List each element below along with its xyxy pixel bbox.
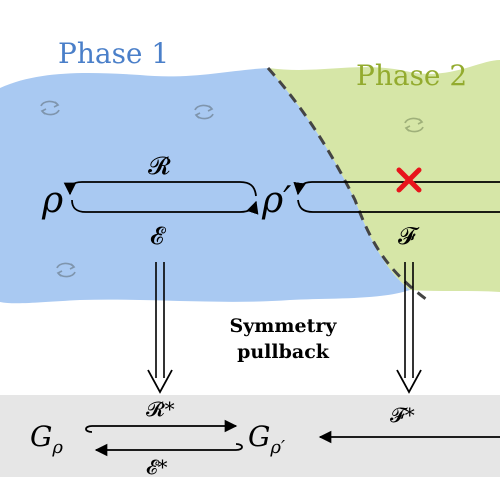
node-G-rho-prime: Gρ′ [248, 420, 285, 458]
refresh-icon [56, 262, 76, 278]
label-R-star: 𝓡* [146, 397, 175, 421]
pullback-title-line2: pullback [237, 341, 330, 363]
label-R: 𝓡 [148, 152, 171, 180]
arrow-F-lower [297, 199, 500, 213]
refresh-icon [194, 104, 214, 120]
arrow-R [63, 181, 257, 197]
pullback-title-line1: Symmetry [230, 315, 338, 337]
arrow-R-star [85, 419, 238, 433]
label-E: 𝓔 [150, 222, 167, 250]
phase2-region [268, 60, 500, 292]
phase2-label: Phase 2 [356, 59, 467, 92]
arrow-E [71, 199, 259, 215]
phase1-region [0, 68, 410, 304]
symmetry-band [0, 395, 500, 477]
phase-boundary [266, 67, 431, 304]
node-rho: ρ [41, 180, 63, 221]
refresh-icon [40, 100, 60, 116]
phase1-label: Phase 1 [58, 37, 169, 70]
refresh-icon [404, 117, 424, 133]
node-G-rho: Gρ [30, 420, 63, 458]
label-F-star: 𝓕* [390, 403, 415, 427]
arrow-F-upper [293, 181, 500, 196]
pullback-arrow-right [396, 262, 422, 394]
arrow-E-star [94, 443, 243, 457]
pullback-arrow-left [147, 262, 173, 394]
blocked-cross-icon [396, 167, 422, 193]
label-E-star: 𝓔* [146, 455, 167, 479]
node-rho-prime: ρ′ [261, 180, 291, 221]
label-F: 𝓕 [398, 222, 420, 250]
